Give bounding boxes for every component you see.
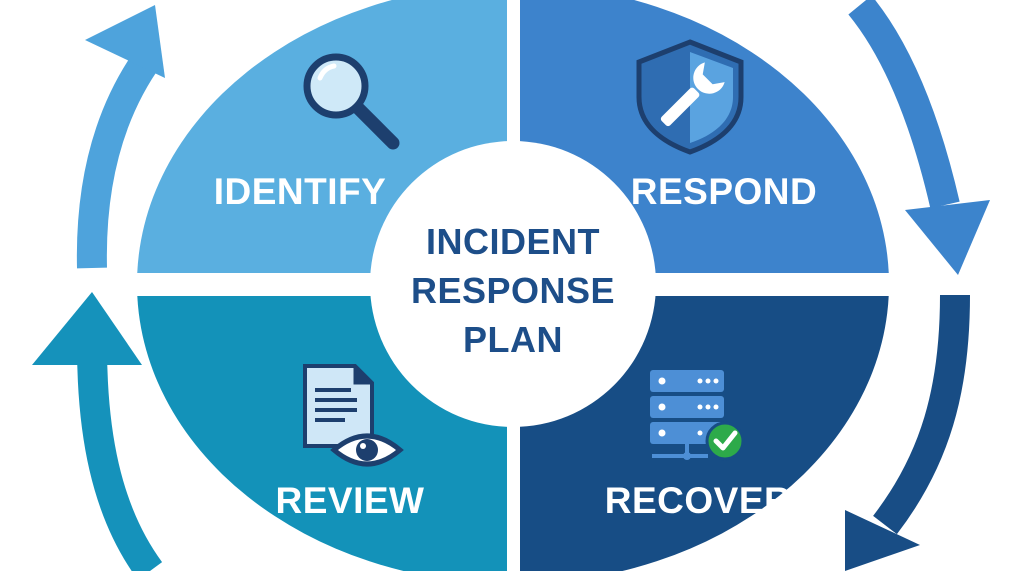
quadrant-label-review: REVIEW bbox=[276, 480, 425, 521]
center-circle bbox=[370, 141, 656, 427]
arc-arrow-bottom-right bbox=[873, 294, 970, 535]
document-eye-icon bbox=[303, 364, 404, 467]
arc-arrow-top-right bbox=[848, 0, 960, 209]
arrow-head-top-right bbox=[905, 200, 990, 275]
quadrant-label-recover: RECOVER bbox=[605, 480, 791, 521]
arc-arrow-top-left bbox=[76, 46, 163, 269]
arrow-head-top-left bbox=[85, 5, 165, 78]
quadrant-label-respond: RESPOND bbox=[631, 171, 817, 212]
cycle-arrows bbox=[32, 0, 990, 571]
shield-wrench-icon bbox=[636, 39, 744, 155]
magnifier-icon bbox=[303, 53, 400, 150]
arrow-head-bottom-left bbox=[32, 292, 142, 365]
arrow-head-bottom-right bbox=[845, 510, 920, 571]
center-title-line-2: RESPONSE bbox=[411, 270, 615, 311]
center-title-line-3: PLAN bbox=[463, 319, 563, 360]
arc-arrow-bottom-left bbox=[77, 344, 163, 571]
server-check-icon bbox=[650, 370, 745, 461]
quadrant-label-identify: IDENTIFY bbox=[214, 171, 387, 212]
center-title-line-1: INCIDENT bbox=[426, 221, 600, 262]
